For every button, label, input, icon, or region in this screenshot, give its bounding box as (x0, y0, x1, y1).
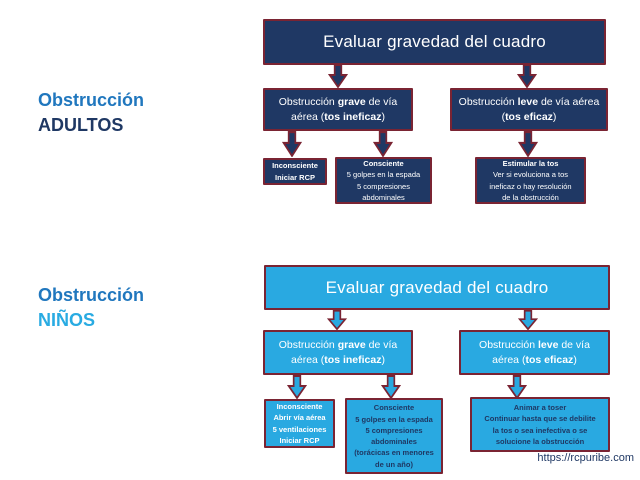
outcome-line: abdominales (371, 437, 417, 446)
outcome-line: 5 compresiones (357, 181, 410, 191)
adults-label-line1: Obstrucción (38, 90, 145, 110)
outcome-line: abdominales (362, 192, 405, 202)
ninos-label-line2: NIÑOS (38, 310, 96, 330)
down-arrow-icon (507, 375, 527, 399)
down-arrow-icon (518, 131, 538, 157)
adults-header-box: Evaluar gravedad del cuadro (263, 19, 606, 65)
adults-outcome-inconsciente-box: Inconsciente Iniciar RCP (263, 158, 327, 185)
outcome-line: solucione la obstrucción (495, 436, 585, 446)
ninos-header-text: Evaluar gravedad del cuadro (325, 277, 549, 297)
ninos-grave-box: Obstrucción grave de vía aérea (tos inef… (263, 330, 413, 375)
adults-section-label: Obstrucción ADULTOS (38, 88, 144, 138)
outcome-line: Continuar hasta que se debilite (484, 414, 596, 424)
outcome-title: Estimular la tos (502, 159, 559, 168)
outcome-title: Consciente (363, 159, 404, 168)
outcome-title: Inconsciente (272, 161, 318, 171)
adults-outcome-consciente-box: Consciente 5 golpes en la espada 5 compr… (335, 157, 432, 204)
ninos-outcome-inconsciente-box: Inconsciente Abrir vía aérea 5 ventilaci… (264, 399, 335, 448)
down-arrow-icon (282, 131, 302, 157)
adults-outcome-estimular-box: Estimular la tos Ver si evoluciona a tos… (475, 157, 586, 204)
outcome-line: de la obstrucción (502, 192, 559, 202)
ninos-label-line1: Obstrucción (38, 285, 145, 305)
ninos-section-label: Obstrucción NIÑOS (38, 283, 144, 333)
adults-leve-text: Obstrucción leve de vía aérea (tos efica… (458, 95, 600, 123)
adults-leve-box: Obstrucción leve de vía aérea (tos efica… (450, 88, 608, 131)
outcome-title: Animar a toser (513, 403, 567, 412)
outcome-line: la tos o sea inefectiva o se (492, 425, 588, 435)
outcome-title: Inconsciente (276, 402, 323, 411)
down-arrow-icon (328, 64, 348, 88)
outcome-line: 5 golpes en la espada (355, 414, 433, 424)
outcome-line: de un año) (375, 459, 413, 469)
adults-grave-box: Obstrucción grave de vía aérea (tos inef… (263, 88, 413, 131)
down-arrow-icon (381, 375, 401, 399)
ninos-header-box: Evaluar gravedad del cuadro (264, 265, 610, 310)
outcome-line: Abrir vía aérea (273, 413, 326, 423)
ninos-outcome-animar-box: Animar a toser Continuar hasta que se de… (470, 397, 610, 452)
adults-grave-text: Obstrucción grave de vía aérea (tos inef… (278, 95, 398, 123)
down-arrow-icon (517, 64, 537, 88)
outcome-line: 5 compresiones (365, 425, 423, 435)
ninos-leve-box: Obstrucción leve de vía aérea (tos efica… (459, 330, 610, 375)
adults-header-text: Evaluar gravedad del cuadro (323, 32, 546, 51)
outcome-line: Iniciar RCP (274, 172, 315, 182)
outcome-line: 5 ventilaciones (272, 424, 327, 434)
footer-url: https://rcpuribe.com (537, 452, 634, 464)
ninos-outcome-consciente-box: Consciente 5 golpes en la espada 5 compr… (345, 398, 443, 474)
outcome-line: 5 golpes en la espada (346, 170, 421, 180)
outcome-line: Ver si evoluciona a tos (492, 170, 569, 180)
adults-label-line2: ADULTOS (38, 115, 124, 135)
outcome-line: Iniciar RCP (279, 435, 320, 445)
ninos-grave-text: Obstrucción grave de vía aérea (tos inef… (278, 338, 398, 366)
down-arrow-icon (373, 131, 393, 157)
ninos-leve-text: Obstrucción leve de vía aérea (tos efica… (479, 338, 590, 366)
down-arrow-icon (518, 310, 538, 330)
outcome-line: (torácicas en menores (354, 448, 434, 458)
outcome-title: Consciente (373, 403, 415, 413)
down-arrow-icon (287, 375, 307, 399)
outcome-line: ineficaz o hay resolución (489, 181, 572, 191)
down-arrow-icon (327, 310, 347, 330)
